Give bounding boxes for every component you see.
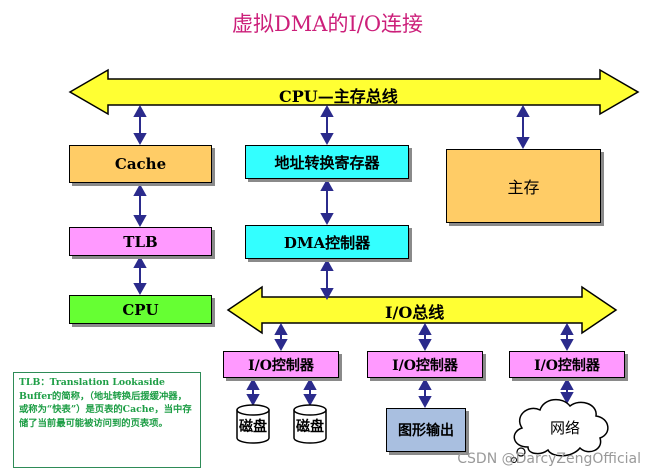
network-label: 网络 [549,419,580,437]
arrow-cpu-bus-cache [133,104,147,146]
io-controller-1-box: I/O控制器 [223,351,339,378]
tlb-note: TLB：Translation Lookaside Buffer的简称，（地址转… [13,372,201,468]
disk-1-label: 磁盘 [239,419,267,435]
arrow-ioctrl-2-graphics [418,377,432,409]
cpu-memory-bus [68,68,640,116]
arrow-atr-dma [320,178,334,226]
graphics-output-box: 图形输出 [386,408,466,452]
io-controller-2-box: I/O控制器 [367,351,483,378]
disk-2-label: 磁盘 [296,419,324,435]
connector-arrows [133,104,574,409]
arrow-ioctrl-1-disk-1 [246,377,260,407]
io-bus-label: I/O总线 [385,303,445,322]
tlb-box: TLB [69,227,212,256]
address-translation-register-box: 地址转换寄存器 [245,145,409,179]
arrow-ioctrl-1-disk-2 [303,377,317,407]
arrow-dma-iobus [320,258,334,301]
arrow-iobus-ioctrl-2 [418,322,432,352]
cpu-memory-bus-label: CPU—主存总线 [279,87,398,106]
diagram-title: 虚拟DMA的I/O连接 [231,12,424,36]
arrow-iobus-ioctrl-3 [560,322,574,352]
cpu-box: CPU [69,295,212,324]
arrow-tlb-cpu [133,255,147,296]
arrow-ioctrl-3-network [560,377,574,405]
arrow-cpu-bus-atr [320,104,334,146]
cache-box: Cache [69,145,212,183]
io-controller-3-box: I/O控制器 [509,351,625,378]
main-memory-box: 主存 [446,149,601,223]
arrow-cpu-bus-memory [516,104,530,150]
watermark: CSDN @DarcyZengOfficial [457,451,641,467]
arrow-cache-tlb [133,183,147,228]
arrow-iobus-ioctrl-1 [274,322,288,352]
disk-1-icon [236,404,270,444]
disk-2-icon [293,404,327,444]
dma-controller-box: DMA控制器 [245,225,409,259]
network-cloud-icon [511,398,609,463]
io-bus [226,285,618,335]
